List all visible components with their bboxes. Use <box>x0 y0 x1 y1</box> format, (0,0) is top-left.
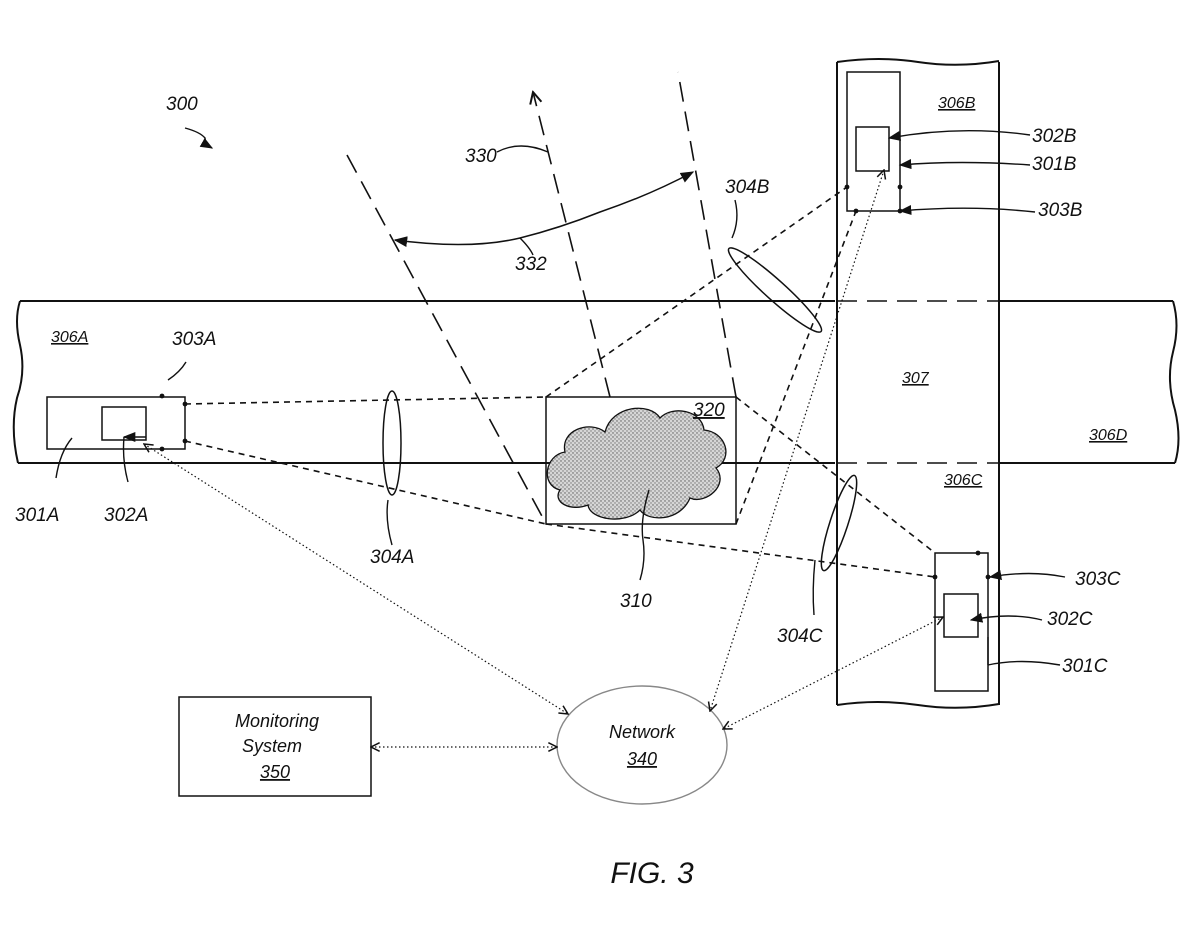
road-d-ref: 306D <box>1089 427 1128 444</box>
link-b-ref: 304B <box>725 177 770 198</box>
node-b-ref: 303B <box>1038 200 1083 221</box>
body-a-ref: 301A <box>15 505 59 526</box>
link-a-ref: 304A <box>370 547 414 568</box>
link-c-ref: 304C <box>777 626 823 647</box>
leader-302c <box>969 612 1043 623</box>
cloud-ref: 310 <box>620 591 652 612</box>
road-break-right <box>1169 300 1180 464</box>
body-c-ref: 301C <box>1062 656 1108 677</box>
leader-302a-tail <box>122 436 129 483</box>
leader-lines <box>55 127 1066 666</box>
road-a-ref: 306A <box>51 329 88 346</box>
body-b-ref: 301B <box>1032 154 1077 175</box>
region-ref: 320 <box>693 400 725 421</box>
vehicle-c <box>932 550 991 692</box>
sensor-a <box>101 406 147 441</box>
link-ellipse-c <box>820 474 858 572</box>
fov-leader <box>496 145 549 153</box>
network-ref: 340 <box>627 749 657 769</box>
monitoring-ref: 350 <box>260 762 290 782</box>
vehicle-b <box>844 71 903 214</box>
sensor-c-ref: 302C <box>1047 609 1093 630</box>
monitoring-system-box: Monitoring System 350 <box>178 696 372 797</box>
road-c-ref: 306C <box>944 472 983 489</box>
leader-304b <box>731 199 738 239</box>
leader-304c <box>812 559 816 616</box>
fov-ref: 330 <box>465 146 497 167</box>
monitoring-line2: System <box>242 736 302 756</box>
leader-301c <box>987 660 1061 666</box>
sensor-a-ref: 302A <box>104 505 148 526</box>
road-b-ref: 306B <box>938 95 976 112</box>
figure-caption: FIG. 3 <box>610 857 694 890</box>
fov-angle-leader <box>519 237 534 256</box>
leader-303c <box>988 570 1066 581</box>
fov-angle-ref: 332 <box>515 254 547 275</box>
road-break-bottom <box>836 701 1000 709</box>
labels: 300 330 332 304B 320 310 307 306A 306B 3… <box>15 94 1128 890</box>
road-break-top <box>836 58 1000 66</box>
system-leader <box>184 127 214 149</box>
sensor-c <box>943 593 979 638</box>
network-name: Network <box>609 722 676 742</box>
leader-304a <box>386 499 393 546</box>
network-node: Network 340 <box>556 685 728 805</box>
communication-links <box>144 170 943 747</box>
monitoring-line1: Monitoring <box>235 711 319 731</box>
intersection-ref: 307 <box>902 370 930 387</box>
sensor-b <box>855 126 890 172</box>
node-c-ref: 303C <box>1075 569 1121 590</box>
leader-302b <box>887 129 1031 141</box>
leader-301b <box>898 159 1031 170</box>
leader-301a <box>55 437 73 479</box>
sensor-beams <box>184 186 936 578</box>
system-ref: 300 <box>166 94 198 115</box>
cloud-shape <box>546 407 727 520</box>
leader-310 <box>639 489 650 581</box>
link-ellipse-a <box>382 390 402 496</box>
sensor-b-ref: 302B <box>1032 126 1077 147</box>
leader-303b <box>898 205 1036 216</box>
fov-angle-arrow <box>393 171 695 247</box>
leader-303a <box>167 361 187 381</box>
node-a-ref: 303A <box>172 329 216 350</box>
road-break-left <box>12 300 24 464</box>
